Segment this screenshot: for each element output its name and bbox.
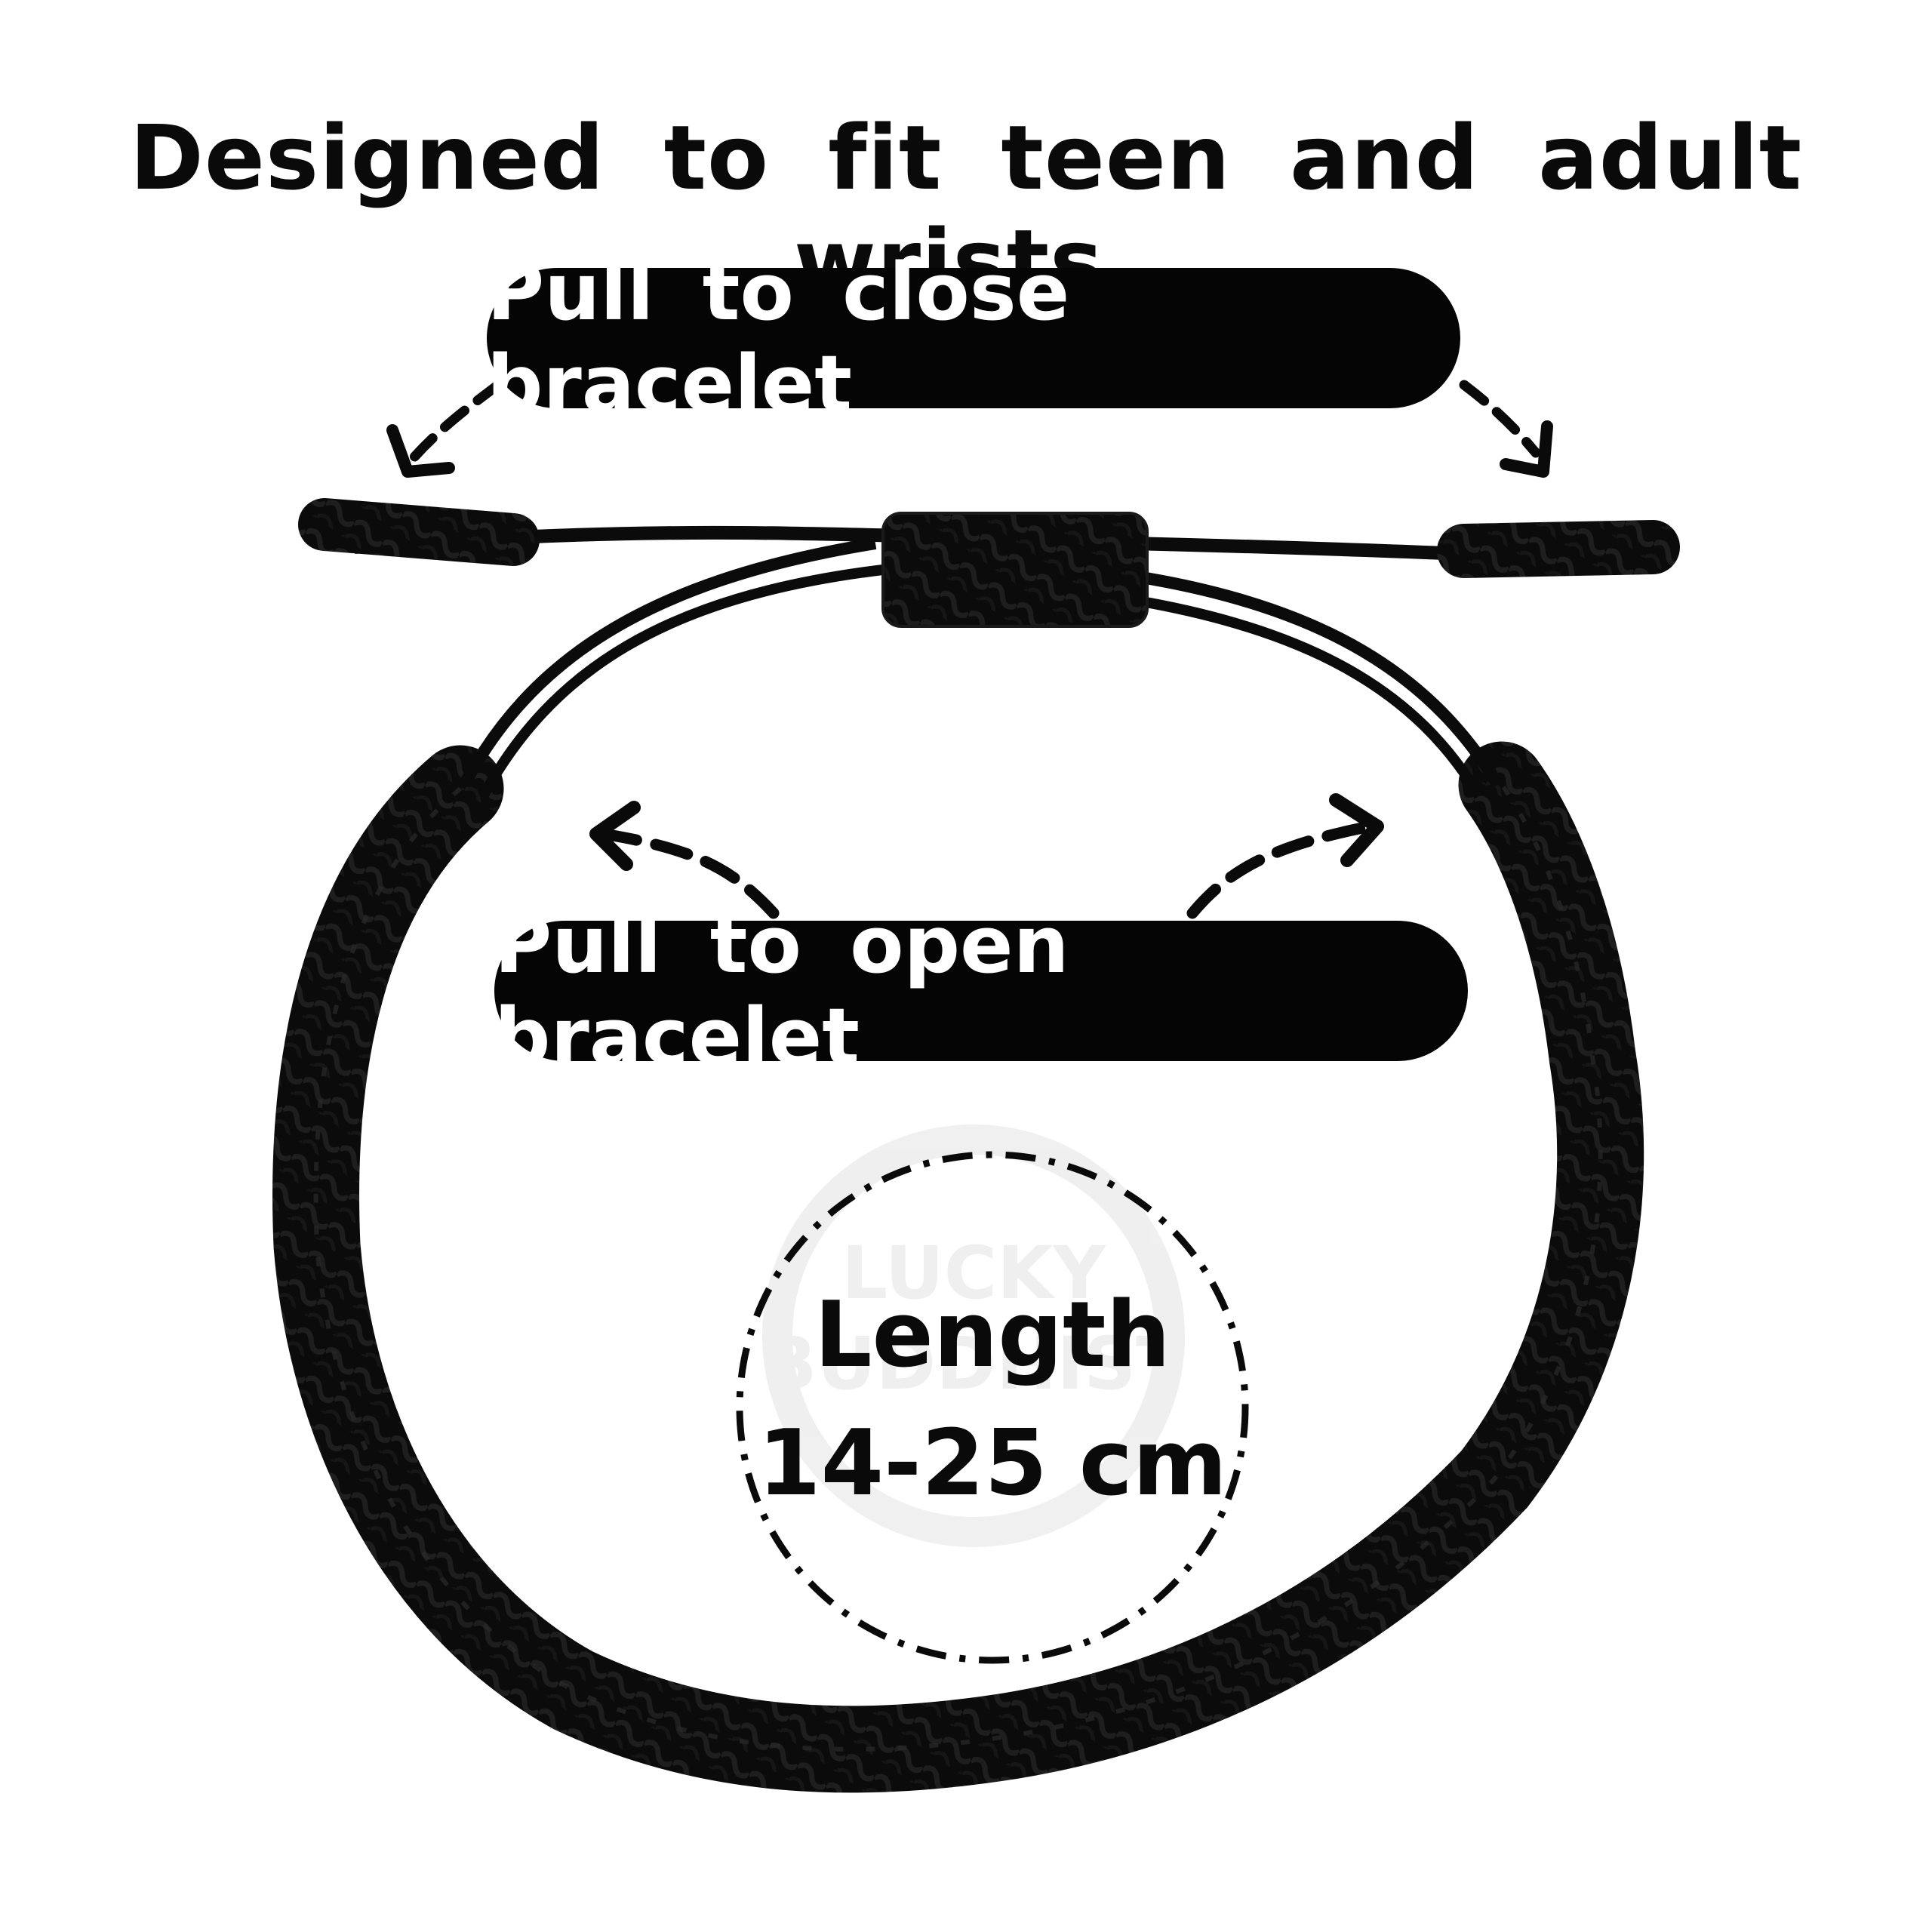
end-knot-right — [1437, 520, 1680, 578]
pull-to-open-label: Pull to open bracelet — [494, 899, 1468, 1083]
headline: Designed to fit teen and adult wrists. — [129, 106, 1803, 314]
arrow-close-right — [1459, 380, 1541, 458]
end-knot-left — [298, 498, 540, 566]
svg-text:BUDDHIST: BUDDHIST — [761, 1321, 1185, 1406]
pull-to-close-text: Pull to close bracelet — [487, 246, 1070, 430]
arrow-open-right — [1186, 820, 1376, 919]
cord-left — [458, 537, 877, 788]
arrow-open-left — [598, 828, 780, 919]
svg-text:LUCKY: LUCKY — [841, 1231, 1107, 1315]
length-value: 14-25 cm — [758, 1411, 1227, 1516]
cord-right — [1115, 568, 1503, 789]
sliding-knot — [883, 513, 1147, 626]
length-circle — [736, 1151, 1249, 1664]
pull-to-close-label: Pull to close bracelet — [487, 246, 1460, 430]
watermark-logo: LUCKY BUDDHIST — [761, 1124, 1186, 1547]
arrow-close-left — [406, 380, 503, 466]
pull-to-open-text: Pull to open bracelet — [494, 899, 1069, 1083]
length-title: Length — [814, 1283, 1171, 1388]
